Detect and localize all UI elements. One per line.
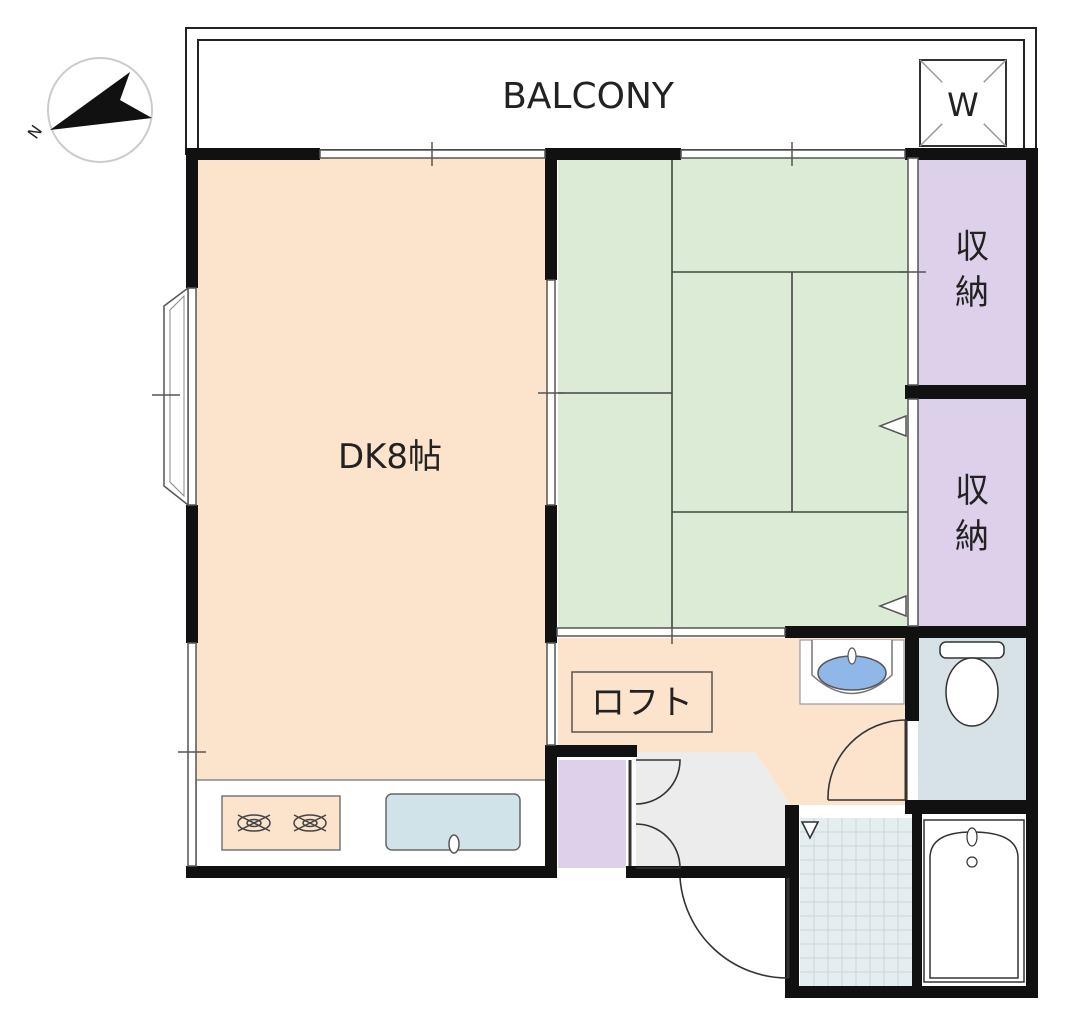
dk-floor [196,158,548,780]
shoe-storage [558,760,626,868]
bath-tile-grid [800,818,912,990]
balcony-label: BALCONY [502,76,675,117]
bath-faucet-icon [966,827,978,847]
stove [221,795,341,851]
walls [186,148,1038,998]
drain-icon [966,856,978,868]
storage-1-label-line1: 収 [955,227,989,267]
bathtub [923,819,1025,983]
toilet-door-swing [827,719,907,801]
washer-space: W [919,59,1007,147]
kitchen-sink [385,793,521,854]
dk-hall-opening [546,642,556,746]
shoe-door [635,759,681,805]
basin-faucet-icon [847,647,857,665]
storage-2-floor [918,398,1026,626]
toilet-fixture [939,641,1005,727]
dk-lower-window [187,642,197,867]
bath-floor [800,818,912,990]
toilet-bowl-icon [945,657,999,727]
storage-1-floor [918,158,1026,388]
compass-arrow-icon [50,72,152,130]
dk-side-window [187,287,197,506]
storage-2-label-line2: 納 [955,517,989,557]
storage-2-label-line1: 収 [955,471,989,511]
doors [628,719,908,979]
stove-top [221,795,341,851]
front-door-swing [679,877,789,979]
washer-label-bg [942,82,984,124]
compass-north-label: N [24,122,46,143]
burner-icon [293,814,327,832]
balcony: BALCONY [185,27,1037,155]
storage-1-label-line2: 納 [955,273,989,313]
tatami-lines [558,158,908,628]
dk-label: DK8帖 [338,437,442,477]
compass: N [24,57,153,163]
bathtub-basin [929,831,1019,979]
windows [152,142,926,867]
storage-2-door [907,398,919,627]
wash-basin [799,639,905,705]
tatami-hall-sliding-door [556,627,786,637]
burner-icon [237,814,271,832]
washer-label: W [947,86,979,124]
tatami-balcony-window [680,149,906,159]
loft-ladder-box [571,671,713,733]
faucet-icon [448,834,460,854]
loft-label: ロフト [591,683,693,723]
toilet-tank [939,641,1005,659]
